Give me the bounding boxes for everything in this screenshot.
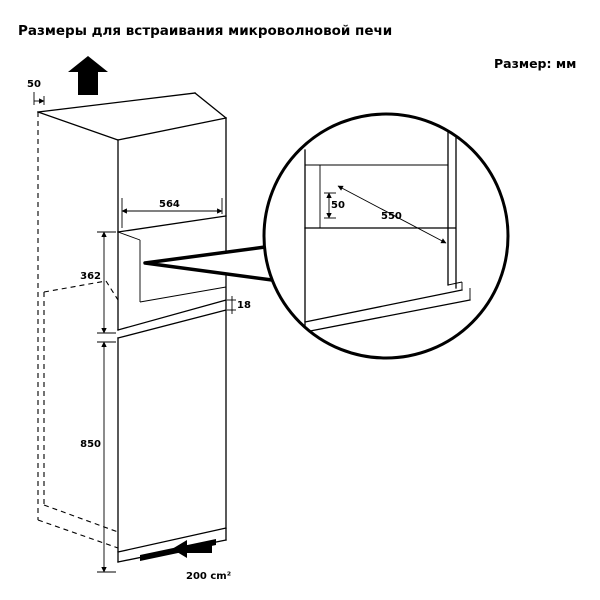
lower-cabinet	[117, 337, 227, 563]
shelf-thickness-dimension: 18	[227, 296, 251, 314]
microwave-niche	[117, 231, 227, 339]
niche-width-label: 564	[159, 199, 180, 210]
niche-height-label: 362	[80, 271, 101, 282]
niche-height-dimension: 362	[80, 231, 116, 334]
vent-area-label: 200 cm²	[186, 571, 231, 582]
magnifier-connector	[143, 245, 273, 282]
detail-offset-label: 50	[331, 200, 345, 211]
shelf-thickness-label: 18	[237, 300, 251, 311]
magnifier-circle	[262, 112, 510, 360]
unit-label: Размер: мм	[494, 56, 576, 71]
cabinet-hidden-lines	[37, 112, 119, 549]
top-clearance-dimension: 50	[27, 79, 45, 105]
arrow-left-icon	[172, 540, 212, 558]
arrow-up-icon	[68, 56, 108, 95]
cabinet-height-label: 850	[80, 439, 101, 450]
detail-depth-label: 550	[381, 211, 402, 222]
niche-width-dimension: 564	[121, 198, 223, 228]
cabinet-height-dimension: 850	[80, 341, 116, 573]
page-title: Размеры для встраивания микроволновой пе…	[18, 23, 392, 39]
detail-depth-dimension: 550	[337, 185, 447, 244]
upper-cabinet	[37, 92, 227, 233]
top-clearance-label: 50	[27, 79, 41, 90]
